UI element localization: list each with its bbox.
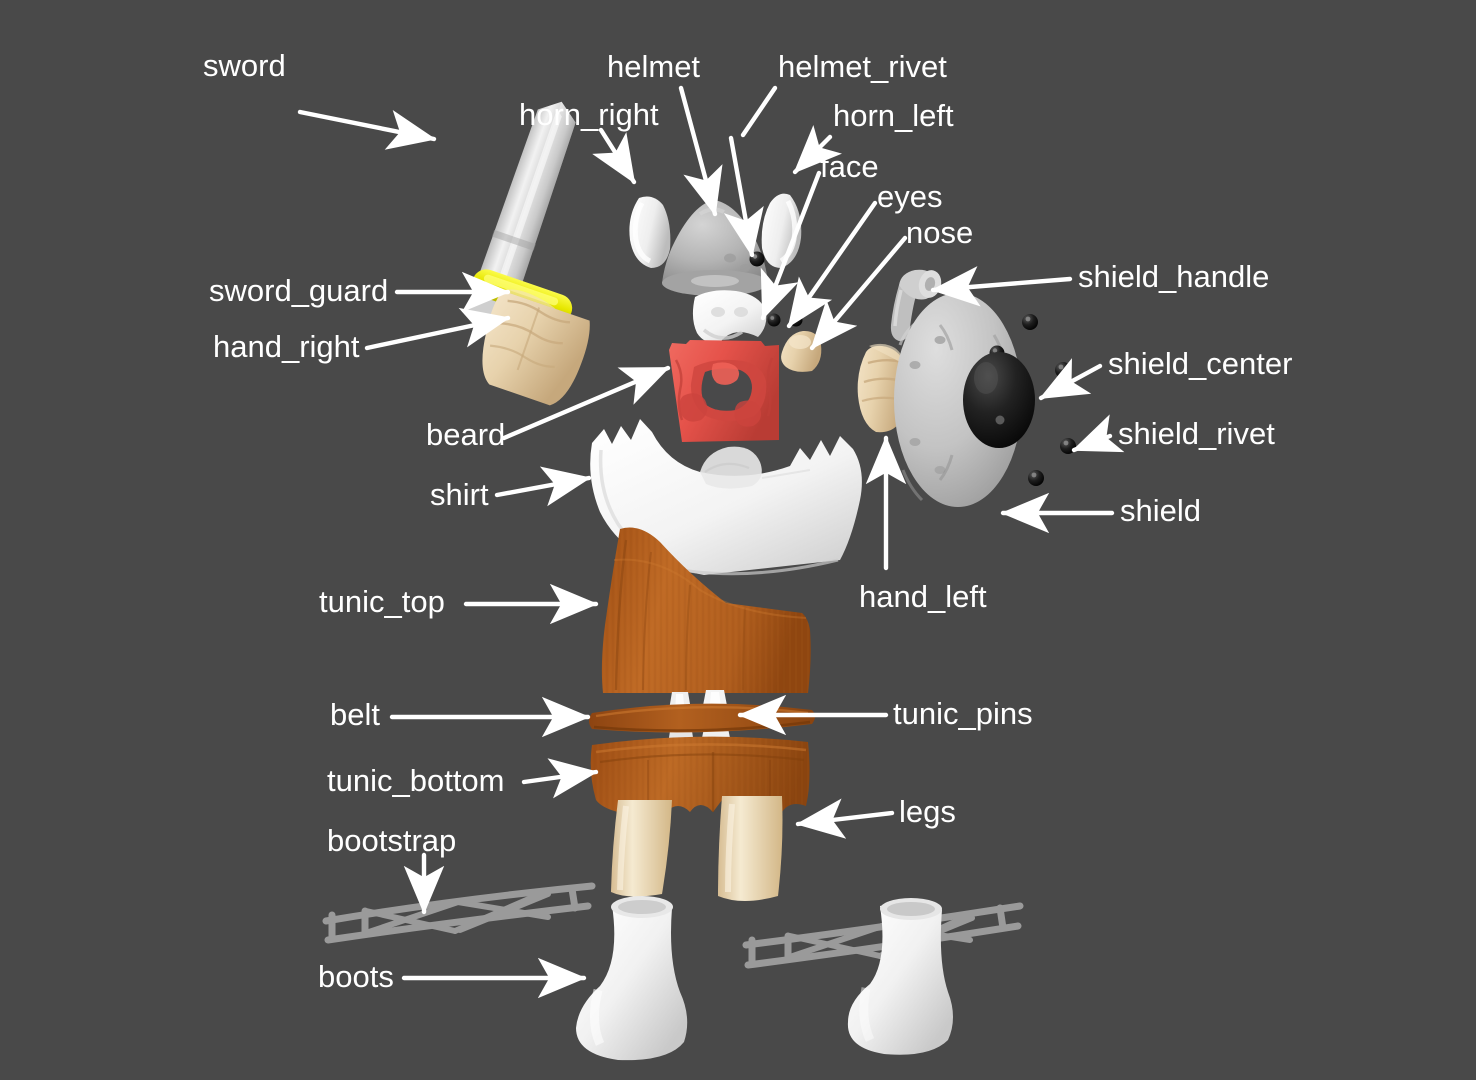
label-bootstrap: bootstrap [327,823,457,858]
label-legs: legs [899,794,956,829]
leader-nose [809,235,908,351]
label-shield: shield [1120,493,1201,528]
label-tunic-bottom: tunic_bottom [327,763,505,798]
part-shield-center [963,352,1035,448]
leader-shield-handle [930,266,1073,307]
label-face: face [820,149,879,184]
part-boots [576,896,953,1061]
leader-shield-rivet [1071,414,1125,453]
part-shirt [590,419,862,576]
leader-face [760,170,822,321]
label-tunic-top: tunic_top [319,584,445,619]
label-helmet-rivet: helmet_rivet [778,49,947,84]
part-shield-handle [890,269,942,341]
label-tunic-pins: tunic_pins [893,696,1033,731]
label-beard: beard [426,417,506,452]
label-eyes: eyes [877,179,943,214]
leader-lines [297,85,1125,999]
part-tunic-top [601,527,811,693]
part-nose [781,330,822,372]
leader-shield-center [1038,358,1103,401]
leader-sword [297,109,437,150]
label-sword: sword [203,48,286,83]
label-shield-rivet: shield_rivet [1118,416,1275,451]
leader-eyes [786,200,878,329]
part-legs [611,796,783,901]
label-sword-guard: sword_guard [209,273,389,308]
leader-tunic-bottom [521,758,599,799]
label-shirt: shirt [430,477,489,512]
leader-helmet-rivet [740,85,778,138]
label-hand-right: hand_right [213,329,360,364]
label-horn-left: horn_left [833,98,954,133]
part-horn-right [629,196,671,268]
leader-shirt [494,466,592,507]
part-tunic-bottom [590,736,810,812]
label-boots: boots [318,959,394,994]
part-beard [669,340,779,442]
label-hand-left: hand_left [859,579,987,614]
leader-legs [795,798,895,839]
leader-horn-right [592,127,637,185]
label-nose: nose [906,215,974,250]
part-belt [589,703,815,733]
label-helmet: helmet [607,49,701,84]
label-horn-right: horn_right [519,97,659,132]
label-shield-handle: shield_handle [1078,259,1270,294]
leader-helmet-rivet2 [723,135,764,258]
leader-beard [501,365,671,441]
leader-hand-right [364,307,511,351]
part-face [692,290,767,344]
leader-horn-left [792,125,842,175]
part-hand-right [482,289,590,406]
label-shield-center: shield_center [1108,346,1293,381]
label-belt: belt [330,697,380,732]
leader-helmet [678,85,723,217]
part-bootstrap [322,882,596,944]
